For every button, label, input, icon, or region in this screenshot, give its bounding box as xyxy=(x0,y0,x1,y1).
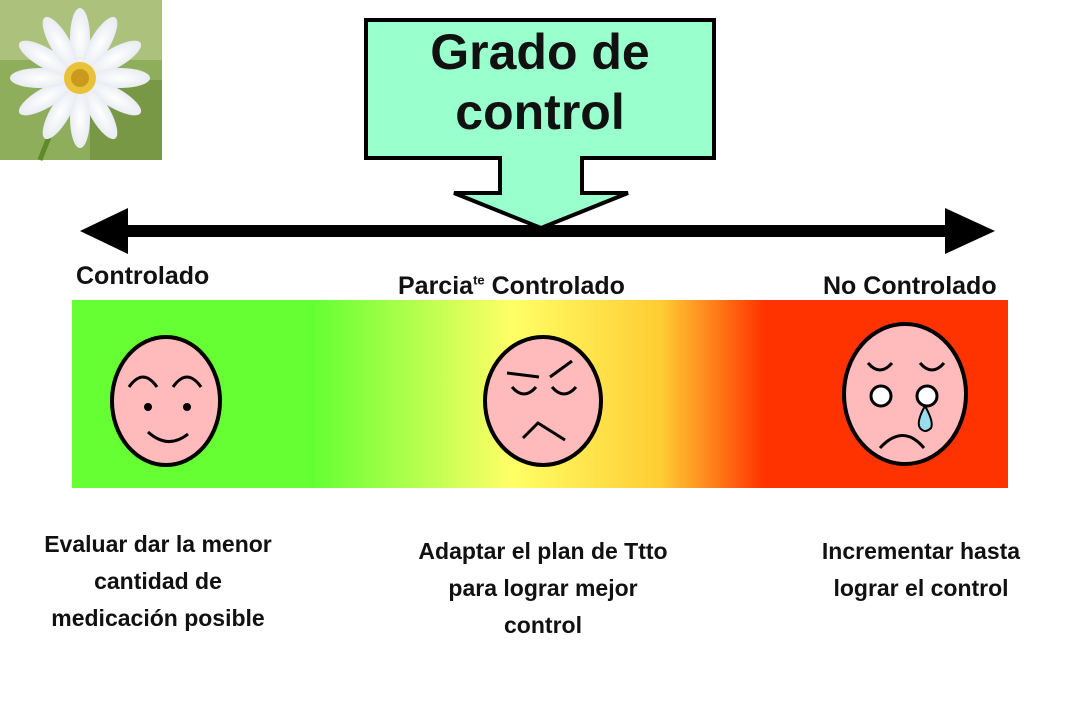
scale-double-arrow xyxy=(80,208,995,254)
action-partial: Adaptar el plan de Ttto para lograr mejo… xyxy=(418,538,668,638)
happy-face-icon xyxy=(110,335,222,467)
callout-box xyxy=(364,18,716,231)
crying-face-icon xyxy=(842,322,968,466)
diagram-title: Grado de control xyxy=(430,24,650,140)
action-controlled: Evaluar dar la menor cantidad de medicac… xyxy=(44,531,272,631)
annoyed-face-icon xyxy=(483,335,603,467)
action-uncontrolled: Incrementar hasta lograr el control xyxy=(821,538,1021,601)
daisy-flower-photo xyxy=(0,0,162,161)
level-label-partial: Parciate Controlado xyxy=(398,272,625,300)
level-label-uncontrolled: No Controlado xyxy=(823,272,997,300)
level-label-controlled: Controlado xyxy=(76,262,210,290)
